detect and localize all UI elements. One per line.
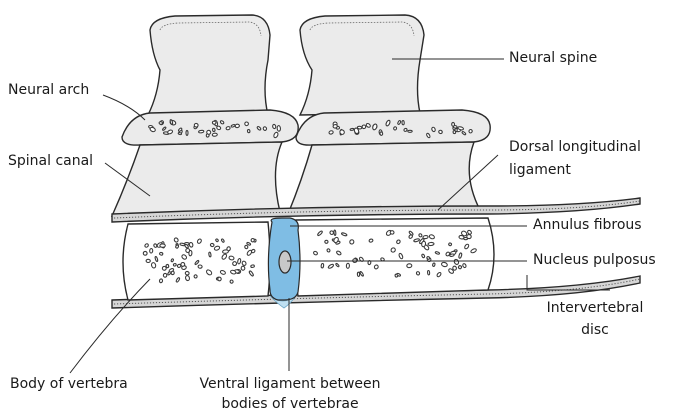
arch-bone-speck <box>226 126 231 130</box>
arch-bone-speck <box>362 125 366 129</box>
body-bone-speck <box>427 270 429 275</box>
arch-bone-speck <box>178 132 182 135</box>
body-bone-speck <box>175 245 179 249</box>
body-bone-speck <box>448 243 452 247</box>
arch-bone-speck <box>186 130 188 135</box>
body-bone-speck <box>159 279 163 283</box>
label-spinal-canal: Spinal canal <box>8 153 93 170</box>
arch-bone-speck <box>263 126 267 130</box>
arch-bone-speck <box>408 130 412 132</box>
arch-bone-speck <box>198 130 203 133</box>
body-bone-speck <box>185 271 189 275</box>
arch-bone-speck <box>455 128 457 131</box>
left-neural-spine <box>148 15 270 115</box>
right-neural-spine <box>300 15 424 115</box>
label-neural-arch: Neural arch <box>8 82 89 99</box>
body-bone-speck <box>146 259 150 262</box>
body-bone-speck <box>369 239 374 243</box>
body-bone-speck <box>325 240 328 243</box>
body-bone-speck <box>181 262 186 267</box>
label-dorsal-ligament-line1: Dorsal longitudinal <box>509 139 641 156</box>
body-bone-speck <box>229 256 235 261</box>
body-bone-speck <box>230 280 234 284</box>
arch-bone-speck <box>247 129 250 133</box>
label-ventral-ligament-line1: Ventral ligament between <box>180 376 400 393</box>
body-bone-speck <box>390 230 395 234</box>
body-bone-speck <box>244 245 248 249</box>
nucleus-pulposus-shape <box>279 251 291 273</box>
body-bone-speck <box>173 263 176 266</box>
body-bone-speck <box>163 273 167 277</box>
right-vertebra <box>288 15 490 214</box>
arch-bone-speck <box>350 128 354 130</box>
left-spinal-canal <box>112 142 282 216</box>
label-nucleus-pulposus: Nucleus pulposus <box>533 252 656 269</box>
body-bone-speck <box>209 252 212 257</box>
right-vertebral-body <box>294 218 494 296</box>
body-bone-speck <box>251 265 255 268</box>
body-bone-speck <box>357 272 359 276</box>
body-bone-speck <box>241 266 245 270</box>
body-bone-speck <box>432 263 435 267</box>
arch-bone-speck <box>272 124 276 129</box>
label-neural-spine: Neural spine <box>509 50 597 67</box>
body-bone-speck <box>189 242 193 247</box>
label-dorsal-ligament-line2: ligament <box>509 162 571 179</box>
body-bone-speck <box>222 250 228 254</box>
arch-bone-speck <box>277 125 281 131</box>
arch-bone-speck <box>212 133 217 137</box>
body-bone-speck <box>346 263 349 268</box>
body-bone-speck <box>349 239 354 244</box>
body-bone-speck <box>194 274 198 278</box>
arch-bone-speck <box>235 124 240 128</box>
body-bone-speck <box>421 241 426 247</box>
arch-bone-speck <box>159 122 163 125</box>
body-bone-speck <box>428 242 434 245</box>
body-bone-speck <box>150 248 153 253</box>
body-bone-speck <box>321 263 324 268</box>
arch-bone-speck <box>212 121 216 125</box>
arch-bone-speck <box>380 132 383 136</box>
body-bone-speck <box>198 265 202 269</box>
intervertebral-disc <box>268 218 300 308</box>
right-spinal-canal <box>288 142 480 214</box>
arch-bone-speck <box>329 130 334 134</box>
body-bone-speck <box>186 248 190 253</box>
body-bone-speck <box>453 266 457 270</box>
label-intervertebral-line1: Intervertebral <box>530 300 660 317</box>
body-bone-speck <box>218 277 222 281</box>
label-ventral-ligament-line2: bodies of vertebrae <box>180 396 400 413</box>
body-bone-speck <box>467 234 472 238</box>
arch-bone-speck <box>393 126 397 130</box>
arch-bone-speck <box>402 121 404 125</box>
arch-bone-speck <box>438 130 443 134</box>
body-bone-speck <box>210 243 214 247</box>
label-annulus-fibrous: Annulus fibrous <box>533 217 642 234</box>
label-intervertebral-line2: disc <box>530 322 660 339</box>
body-bone-speck <box>407 264 412 268</box>
body-bone-speck <box>143 251 147 255</box>
body-bone-speck <box>159 252 163 255</box>
body-bone-speck <box>458 265 462 269</box>
body-bone-speck <box>185 275 190 281</box>
label-body-of-vertebra: Body of vertebra <box>10 376 128 393</box>
arch-bone-speck <box>333 124 338 128</box>
body-bone-speck <box>166 264 169 268</box>
body-bone-speck <box>160 244 165 247</box>
arch-bone-speck <box>452 122 455 126</box>
body-bone-speck <box>251 238 254 242</box>
body-bone-speck <box>237 258 241 264</box>
body-bone-speck <box>450 254 455 257</box>
arch-bone-speck <box>212 128 215 132</box>
